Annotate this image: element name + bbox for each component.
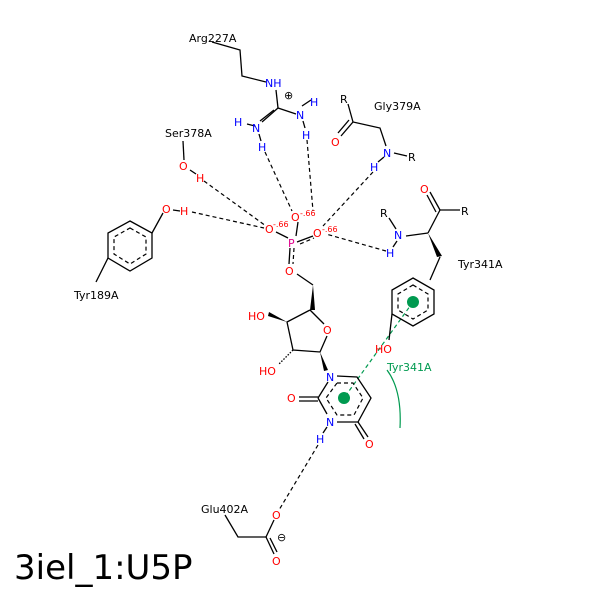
atom-p: P	[288, 237, 295, 250]
positive-charge-icon: ⊕	[284, 89, 293, 102]
atom-o: O	[420, 183, 429, 196]
atom-n: N	[383, 147, 391, 160]
atom-r: R	[408, 151, 416, 164]
residue-tyr189: O H Tyr189A	[73, 203, 188, 302]
atom-h: H	[180, 205, 188, 218]
hbond-tyr189	[191, 211, 265, 229]
residue-tyr341: R N H O R Tyr341A HO	[375, 183, 503, 356]
residue-label-arg227: Arg227A	[189, 32, 237, 45]
atom-h: H	[386, 247, 394, 260]
atom-n: N	[394, 229, 402, 242]
atom-n: N	[252, 122, 260, 135]
hbond-ser378	[203, 180, 267, 227]
hbond-glu402	[278, 444, 319, 511]
residue-label-tyr341: Tyr341A	[457, 258, 503, 271]
atom-o: O	[265, 223, 274, 236]
atom-o: O	[331, 136, 340, 149]
hbond-arg227-2	[306, 139, 314, 212]
uracil-ring: N N H O O	[287, 371, 374, 451]
atom-o: O	[272, 555, 281, 568]
phosphate-group: O -.66 O -.66 O -.66 P O	[265, 209, 338, 286]
atom-r: R	[340, 93, 348, 106]
pi-stacking-line	[343, 301, 414, 399]
atom-o: O	[162, 203, 171, 216]
atom-o: O	[365, 438, 374, 451]
pi-ring-centroid-uracil	[338, 392, 350, 404]
atom-r: R	[461, 205, 469, 218]
atom-h: H	[196, 172, 204, 185]
residue-label-tyr189: Tyr189A	[73, 289, 119, 302]
atom-ho: HO	[248, 310, 265, 323]
negative-charge-icon: ⊖	[277, 531, 286, 544]
atom-nh: NH	[265, 77, 282, 90]
atom-h: H	[370, 161, 378, 174]
ribose-ring: O HO HO	[248, 285, 332, 378]
atom-h: H	[234, 116, 242, 129]
atom-o: O	[291, 211, 300, 224]
partial-charge: -.66	[300, 209, 316, 218]
residue-glu402: Glu402A O O ⊖	[201, 503, 286, 568]
pi-stack-tyr341: Tyr341A	[386, 361, 432, 429]
atom-ho: HO	[375, 343, 392, 356]
atom-h: H	[302, 129, 310, 142]
residue-ser378: Ser378A O H	[165, 127, 212, 185]
atom-n: N	[296, 109, 304, 122]
atom-o: O	[272, 509, 281, 522]
atom-ho: HO	[259, 365, 276, 378]
atom-o: O	[285, 265, 294, 278]
atom-o: O	[323, 324, 332, 337]
residue-gly379: R Gly379A O N R H	[331, 93, 421, 174]
residue-arg227: Arg227A NH ⊕ N H H N H H	[189, 32, 318, 154]
hbond-gly379	[322, 171, 374, 227]
atom-n: N	[326, 371, 334, 384]
diagram-title: 3iel_1:U5P	[14, 548, 193, 588]
atom-h: H	[316, 433, 324, 446]
atom-o: O	[287, 392, 296, 405]
residue-label-ser378: Ser378A	[165, 127, 212, 140]
atom-h: H	[258, 141, 266, 154]
partial-charge: -.66	[273, 220, 289, 229]
hbond-tyr341	[325, 233, 387, 252]
residue-label-gly379: Gly379A	[374, 100, 421, 113]
residue-label-glu402: Glu402A	[201, 503, 249, 516]
atom-o: O	[313, 227, 322, 240]
pi-ring-centroid-tyr341	[407, 296, 419, 308]
atom-o: O	[179, 160, 188, 173]
atom-h: H	[310, 96, 318, 109]
atom-n: N	[326, 416, 334, 429]
atom-r: R	[380, 207, 388, 220]
pi-stack-label: Tyr341A	[386, 361, 432, 374]
hbond-arg227-1	[264, 151, 293, 212]
hydrogen-bonds	[191, 139, 414, 511]
partial-charge: -.66	[322, 225, 338, 234]
